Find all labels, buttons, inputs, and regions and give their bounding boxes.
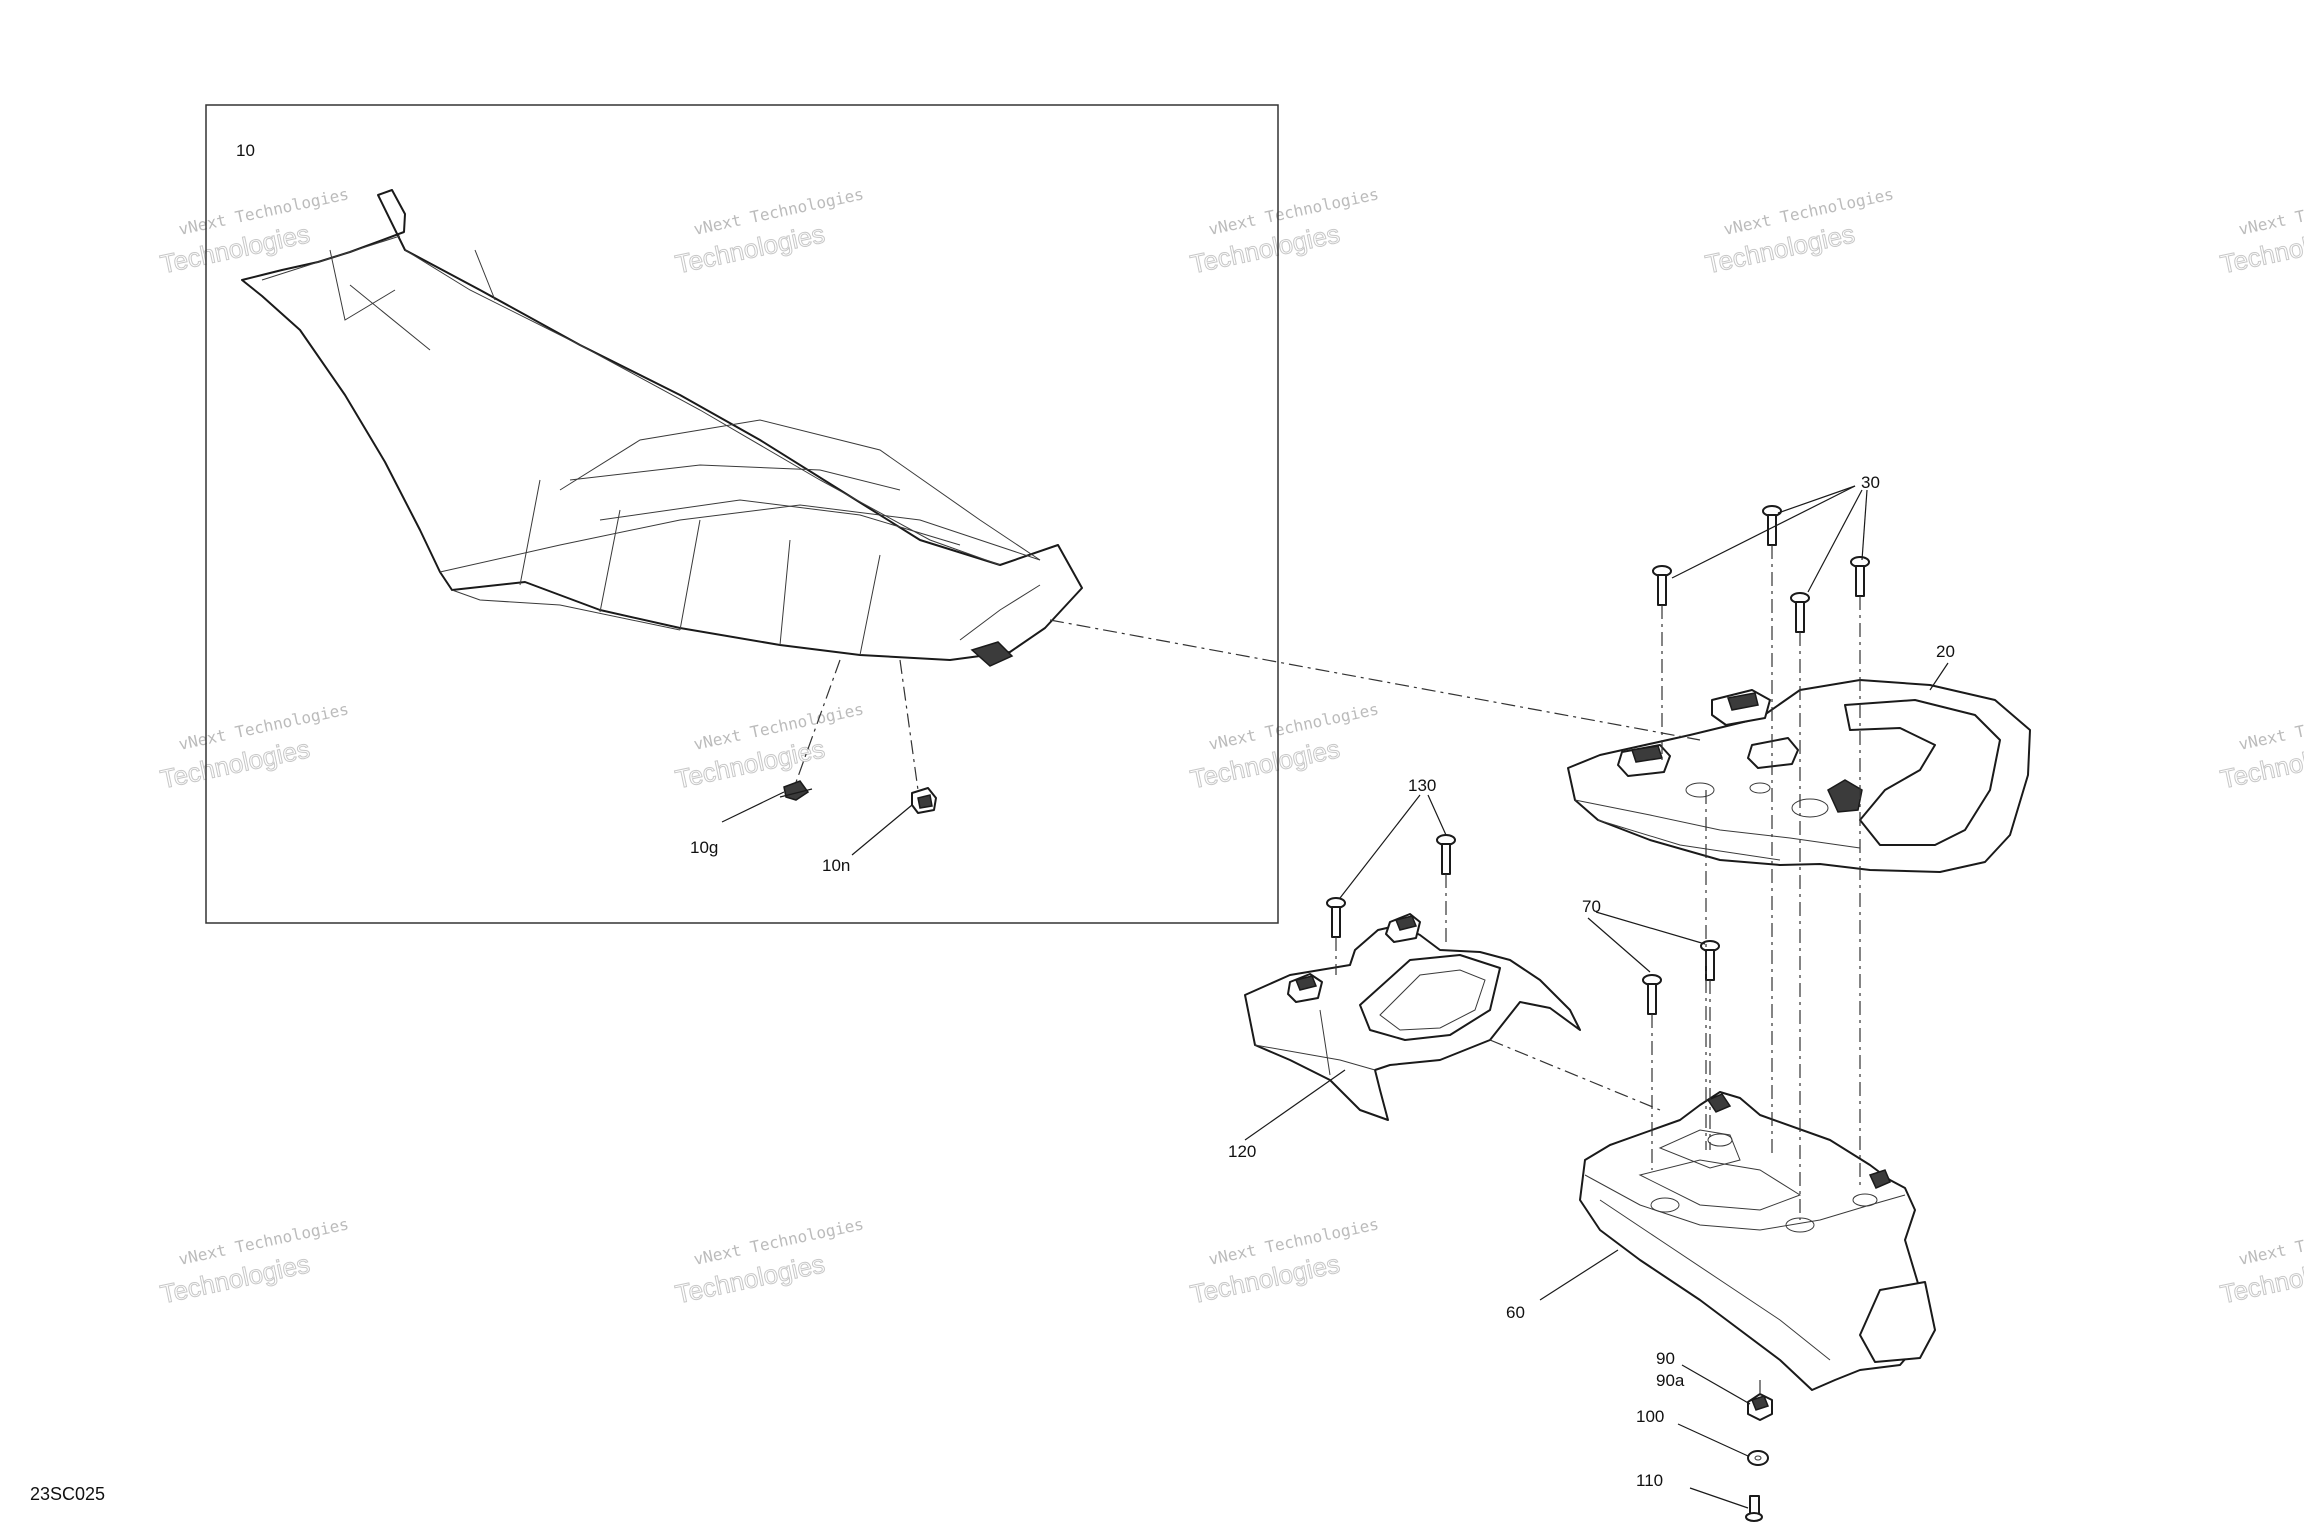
storage-tray xyxy=(1244,913,1581,1121)
clip-10g xyxy=(779,780,813,801)
callout-110: 110 xyxy=(1636,1471,1663,1490)
seat xyxy=(241,189,1083,667)
screw-30-d xyxy=(1850,556,1870,597)
watermark: vNext Technologies Technologies xyxy=(2217,184,2304,280)
watermark: vNext Technologies Technologies xyxy=(672,1214,865,1310)
screw-30-c xyxy=(1790,592,1810,633)
callout-130: 130 xyxy=(1408,776,1436,795)
screw-30-a xyxy=(1652,565,1672,606)
watermark: vNext Technologies Technologies xyxy=(157,699,350,795)
callout-90: 90 xyxy=(1656,1349,1675,1368)
watermark: vNext Technologies Technologies xyxy=(157,1214,350,1310)
watermark: vNext Technologies Technologies xyxy=(1187,184,1380,280)
svg-text:vNext Technologies: vNext Technologies xyxy=(2237,1214,2304,1269)
watermark: vNext Technologies Technologies xyxy=(672,699,865,795)
screw-110 xyxy=(1745,1495,1763,1522)
callout-90a: 90a xyxy=(1656,1371,1685,1390)
screw-130-a xyxy=(1326,897,1346,938)
figure-id: 23SC025 xyxy=(30,1484,105,1504)
screw-70-a xyxy=(1642,974,1662,1015)
watermark: vNext Technologies Technologies xyxy=(2217,699,2304,795)
screw-30-b xyxy=(1762,505,1782,546)
clip-10n xyxy=(911,787,937,814)
assembly-lines xyxy=(1049,545,1861,1395)
watermark: vNext Technologies Technologies xyxy=(2217,1214,2304,1310)
callout-20: 20 xyxy=(1936,642,1955,661)
callout-100: 100 xyxy=(1636,1407,1664,1426)
callout-10g: 10g xyxy=(690,838,718,857)
callout-70: 70 xyxy=(1582,897,1601,916)
svg-text:vNext Technologies: vNext Technologies xyxy=(2237,184,2304,239)
watermark: vNext Technologies Technologies xyxy=(672,184,865,280)
screw-130-b xyxy=(1436,834,1456,875)
leader-lines xyxy=(721,485,1949,1509)
washer-100 xyxy=(1747,1450,1769,1466)
watermark: vNext Technologies Technologies xyxy=(1702,184,1895,280)
watermark: vNext Technologies Technologies xyxy=(1187,699,1380,795)
svg-text:vNext Technologies: vNext Technologies xyxy=(2237,699,2304,754)
callouts: 10g 10n 20 30 60 70 90 90a 100 110 120 1… xyxy=(690,473,1955,1490)
rear-bracket xyxy=(1579,1091,1936,1391)
watermark: vNext Technologies Technologies xyxy=(1187,1214,1380,1310)
callout-10n: 10n xyxy=(822,856,850,875)
screw-70-b xyxy=(1700,940,1720,981)
grab-handle xyxy=(1567,679,2031,873)
callout-60: 60 xyxy=(1506,1303,1525,1322)
callout-30: 30 xyxy=(1861,473,1880,492)
kit-frame-label: 10 xyxy=(236,141,255,160)
callout-120: 120 xyxy=(1228,1142,1256,1161)
nut-90 xyxy=(1747,1393,1773,1421)
seat-kit-frame xyxy=(205,104,1279,924)
